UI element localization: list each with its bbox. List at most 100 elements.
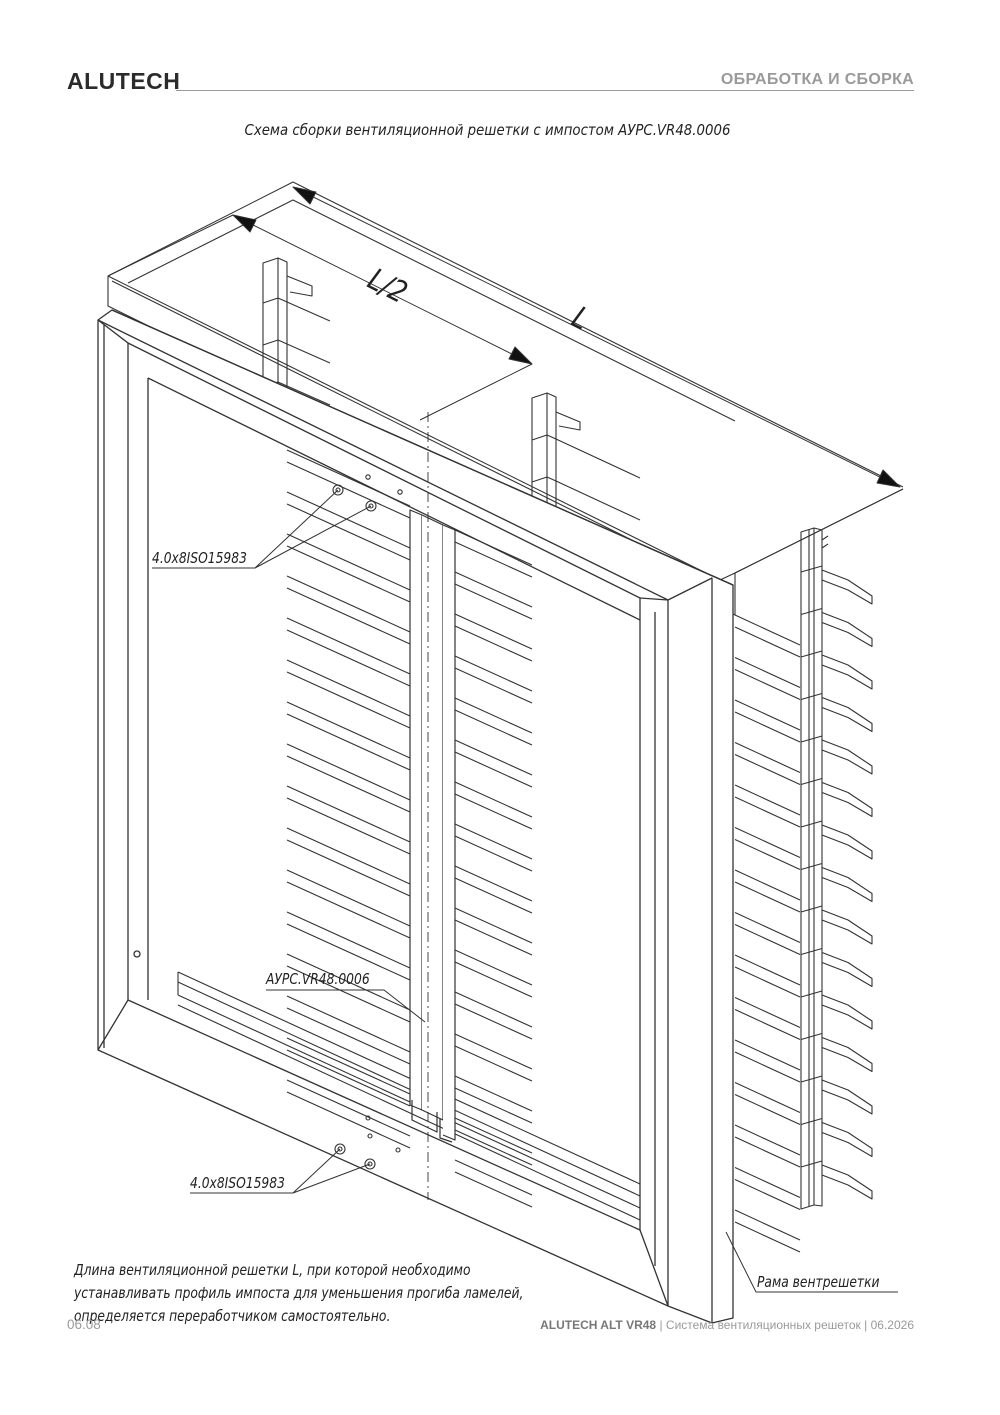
back-lamella	[734, 699, 801, 731]
back-lamella	[734, 1082, 801, 1113]
front-lamella	[454, 583, 533, 620]
front-lamella	[286, 713, 411, 771]
lamella-clip-edge	[800, 692, 823, 701]
lamella-clip	[821, 1164, 873, 1200]
bottom-rail	[177, 971, 641, 1221]
lamella-clip	[821, 1079, 873, 1115]
front-lamella	[454, 1159, 533, 1196]
front-lamella	[286, 839, 411, 897]
callout-screw-top: 4.0x8ISO15983	[152, 549, 247, 567]
front-lamella	[454, 823, 533, 860]
front-lamella	[286, 701, 411, 759]
front-lamella	[286, 755, 411, 813]
front-lamella	[286, 995, 411, 1053]
lamella-clip	[821, 739, 873, 775]
back-lamella	[734, 924, 801, 955]
lamella-slot	[531, 476, 557, 483]
front-lamella	[286, 911, 411, 969]
back-lamella	[734, 1009, 801, 1040]
lamella-clip	[821, 611, 873, 648]
lamella-clip	[821, 866, 873, 903]
header-rule	[176, 90, 914, 91]
front-lamella	[454, 1087, 533, 1124]
back-lamella	[734, 784, 801, 816]
right-lamella-column	[800, 527, 873, 1210]
lamella-clip	[821, 994, 873, 1030]
lamella-stub	[555, 438, 641, 479]
back-lamella	[734, 1039, 801, 1071]
front-lamella	[286, 629, 411, 687]
front-lamella	[454, 1045, 533, 1082]
lamella-clip-edge	[800, 777, 823, 786]
lamella-stub	[286, 301, 331, 322]
front-lamella	[286, 491, 411, 549]
lamella-clip-edge	[800, 990, 823, 998]
back-lamella	[734, 997, 801, 1028]
lamella-clip-edge	[800, 947, 823, 956]
front-lamella	[454, 907, 533, 944]
front-lamella	[454, 541, 533, 578]
lamella-clip	[821, 951, 873, 988]
front-lamella	[286, 797, 411, 855]
back-lamella	[734, 869, 801, 901]
back-lamella	[734, 1136, 801, 1168]
footer-product: ALUTECH ALT VR48	[540, 1318, 657, 1332]
back-lamella	[734, 827, 801, 858]
note-line: определяется переработчиком самостоятель…	[74, 1307, 391, 1325]
front-lamella	[286, 503, 411, 561]
front-lamella	[454, 1129, 533, 1166]
lamella-clip	[821, 1036, 873, 1073]
front-lamella	[454, 1075, 533, 1112]
front-lamella	[286, 587, 411, 645]
assembly-note: Длина вентиляционной решетки L, при кото…	[74, 1259, 634, 1328]
lamella-slot	[531, 434, 557, 441]
front-lamella	[286, 533, 411, 591]
drawing-title: Схема сборки вентиляционной решетки с им…	[244, 121, 731, 139]
front-lamellas	[286, 449, 533, 1208]
front-lamella	[454, 529, 533, 566]
impost-profile	[409, 412, 456, 1200]
callout-frame: Рама вентрешетки	[757, 1273, 880, 1291]
lamella-stub	[286, 343, 331, 364]
front-lamella	[286, 461, 411, 519]
lamella-clip-edge	[800, 1075, 823, 1083]
note-line: Длина вентиляционной решетки L, при кото…	[74, 1261, 471, 1279]
back-lamella	[734, 711, 801, 743]
note-line: устанавливать профиль импоста для уменьш…	[74, 1284, 524, 1302]
footer-separator: |	[860, 1318, 871, 1332]
back-lamellas	[734, 614, 801, 1253]
footer-doc: Система вентиляционных решеток	[665, 1318, 861, 1332]
page-number: 06.08	[67, 1317, 101, 1332]
dimension-lines	[107, 186, 904, 574]
back-lamella	[734, 1094, 801, 1125]
back-lamella	[734, 669, 801, 700]
back-lamella	[734, 742, 801, 773]
back-lamella	[734, 912, 801, 943]
back-lamella	[734, 626, 801, 658]
front-lamella	[286, 743, 411, 801]
lamella-clip	[821, 654, 873, 690]
lamella-clip-edge	[800, 862, 823, 871]
front-lamella	[454, 751, 533, 788]
lamella-clip-edge	[800, 905, 823, 913]
callout-screw-bottom: 4.0x8ISO15983	[190, 1174, 285, 1192]
back-lamella	[734, 796, 801, 828]
back-lamella	[734, 657, 801, 688]
front-lamella	[286, 953, 411, 1011]
back-lamella	[734, 839, 801, 870]
front-lamella	[286, 827, 411, 885]
lamella-slot	[262, 297, 288, 304]
front-lamella	[286, 545, 411, 603]
footer-date: 06.2026	[870, 1318, 914, 1332]
front-lamella	[454, 667, 533, 704]
back-lamella	[734, 1167, 801, 1198]
lamella-clip-edge	[800, 1032, 823, 1041]
lamella-clip-edge	[800, 650, 823, 658]
lamella-clip-edge	[800, 1160, 823, 1168]
lamella-clip-edge	[800, 565, 823, 573]
front-lamella	[286, 1079, 411, 1137]
front-lamella	[454, 613, 533, 650]
screws	[332, 474, 403, 1170]
lamella-clip	[821, 824, 873, 860]
footer-separator: |	[656, 1318, 666, 1332]
